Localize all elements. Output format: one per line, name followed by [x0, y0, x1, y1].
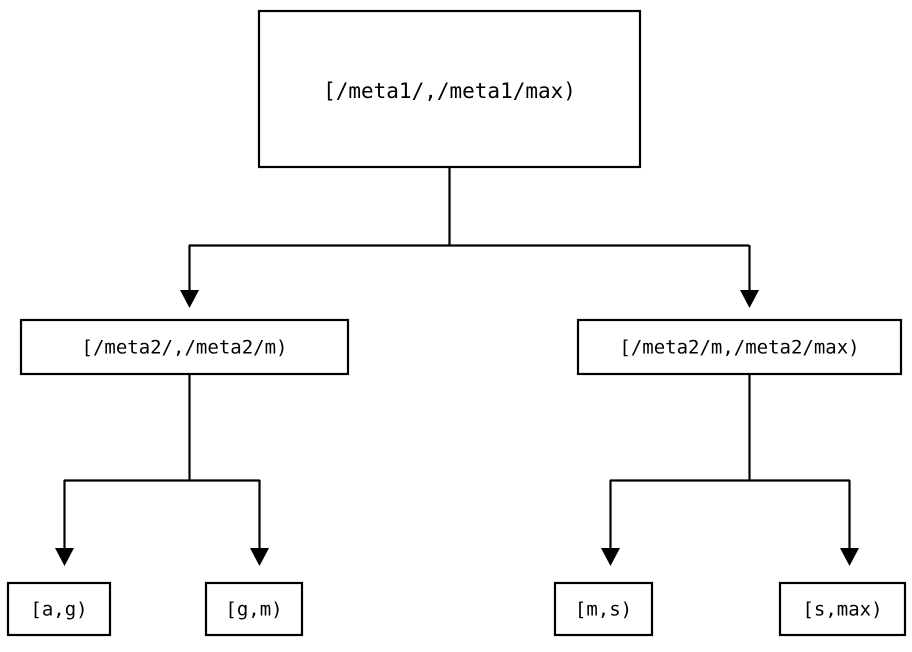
- node-leaf-gm[interactable]: [g,m): [204, 581, 304, 637]
- node-leaf-ms-label: [m,s): [575, 599, 632, 621]
- node-leaf-gm-box: [204, 581, 304, 637]
- node-leaf-smax[interactable]: [s,max): [778, 581, 907, 637]
- node-leaf-ag-box: [6, 581, 112, 637]
- node-leaf-smax-box: [778, 581, 907, 637]
- edge-group-root: [180, 167, 759, 308]
- node-root-box: [257, 9, 642, 169]
- node-leaf-ag-label: [a,g): [30, 599, 87, 621]
- node-leaf-ag[interactable]: [a,g): [6, 581, 112, 637]
- node-mid-right-label: [/meta2/m,/meta2/max): [619, 337, 859, 359]
- arrowhead-leaf-ms-icon: [601, 548, 620, 566]
- node-mid-right-box: [576, 318, 903, 376]
- arrowhead-mid-right-icon: [740, 290, 759, 308]
- node-mid-left[interactable]: [/meta2/,/meta2/m): [19, 318, 350, 376]
- node-root[interactable]: [/meta1/,/meta1/max): [257, 9, 642, 169]
- node-leaf-ms[interactable]: [m,s): [553, 581, 654, 637]
- arrowhead-leaf-ag-icon: [55, 548, 74, 566]
- node-leaf-ms-box: [553, 581, 654, 637]
- node-mid-left-box: [19, 318, 350, 376]
- arrowhead-mid-left-icon: [180, 290, 199, 308]
- node-mid-right[interactable]: [/meta2/m,/meta2/max): [576, 318, 903, 376]
- node-root-label: [/meta1/,/meta1/max): [323, 79, 576, 103]
- edge-group-mid-left: [55, 374, 269, 566]
- node-leaf-gm-label: [g,m): [225, 599, 282, 621]
- node-mid-left-label: [/meta2/,/meta2/m): [82, 337, 288, 359]
- arrowhead-leaf-gm-icon: [250, 548, 269, 566]
- node-leaf-smax-label: [s,max): [802, 599, 882, 621]
- arrowhead-leaf-smax-icon: [840, 548, 859, 566]
- edge-group-mid-right: [601, 374, 859, 566]
